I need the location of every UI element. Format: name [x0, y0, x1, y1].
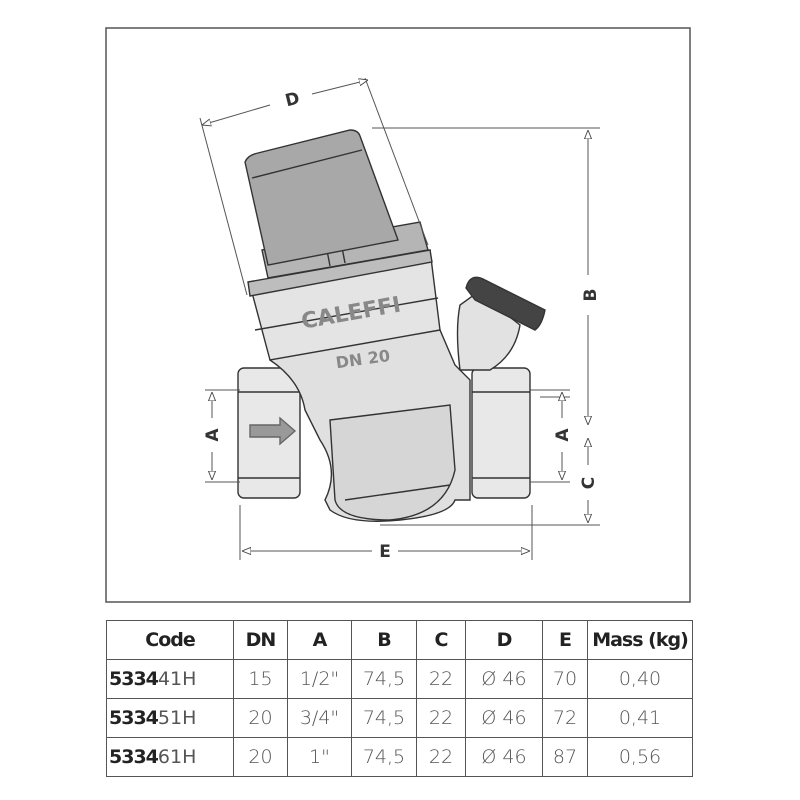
valve-body: [237, 129, 546, 522]
cell-mass: 0,41: [587, 698, 693, 738]
header-mass: Mass (kg): [587, 620, 693, 660]
cell-mass: 0,40: [587, 659, 693, 699]
cell-dn: 15: [233, 659, 288, 699]
cell-b: 74,5: [351, 698, 417, 738]
cell-d: Ø 46: [465, 737, 543, 777]
cell-a: 1": [287, 737, 352, 777]
cell-mass: 0,56: [587, 737, 693, 777]
dimensions-table: Code DN A B C D E Mass (kg) 533441H 15 1…: [106, 620, 693, 777]
cell-c: 22: [416, 737, 466, 777]
cell-b: 74,5: [351, 737, 417, 777]
code-prefix: 5334: [109, 668, 159, 690]
table-header-row: Code DN A B C D E Mass (kg): [106, 620, 693, 660]
cell-code: 533461H: [106, 737, 234, 777]
table-row: 533461H 20 1" 74,5 22 Ø 46 87 0,56: [106, 737, 693, 777]
cell-c: 22: [416, 659, 466, 699]
cell-code: 533441H: [106, 659, 234, 699]
cell-code: 533451H: [106, 698, 234, 738]
dimension-a-right-label: A: [553, 428, 573, 442]
cell-e: 87: [542, 737, 588, 777]
cell-e: 72: [542, 698, 588, 738]
cell-a: 3/4": [287, 698, 352, 738]
dimension-a-left-label: A: [203, 428, 223, 442]
cell-b: 74,5: [351, 659, 417, 699]
header-d: D: [465, 620, 543, 660]
header-c: C: [416, 620, 466, 660]
dimension-c-label: C: [579, 477, 599, 489]
header-b: B: [351, 620, 417, 660]
dimension-d-label: D: [283, 89, 302, 112]
code-suffix: 61H: [157, 746, 197, 768]
code-suffix: 41H: [157, 668, 197, 690]
code-suffix: 51H: [157, 707, 197, 729]
cell-dn: 20: [233, 698, 288, 738]
cell-e: 70: [542, 659, 588, 699]
code-prefix: 5334: [109, 707, 159, 729]
cell-c: 22: [416, 698, 466, 738]
dimension-lines: [199, 77, 600, 560]
code-prefix: 5334: [109, 746, 159, 768]
dimension-b-label: B: [581, 289, 601, 302]
header-a: A: [287, 620, 352, 660]
cell-d: Ø 46: [465, 659, 543, 699]
dimension-e-label: E: [379, 542, 391, 562]
cell-d: Ø 46: [465, 698, 543, 738]
header-dn: DN: [233, 620, 288, 660]
cell-dn: 20: [233, 737, 288, 777]
table-row: 533441H 15 1/2" 74,5 22 Ø 46 70 0,40: [106, 659, 693, 699]
header-e: E: [542, 620, 588, 660]
header-code: Code: [106, 620, 234, 660]
table-row: 533451H 20 3/4" 74,5 22 Ø 46 72 0,41: [106, 698, 693, 738]
cell-a: 1/2": [287, 659, 352, 699]
